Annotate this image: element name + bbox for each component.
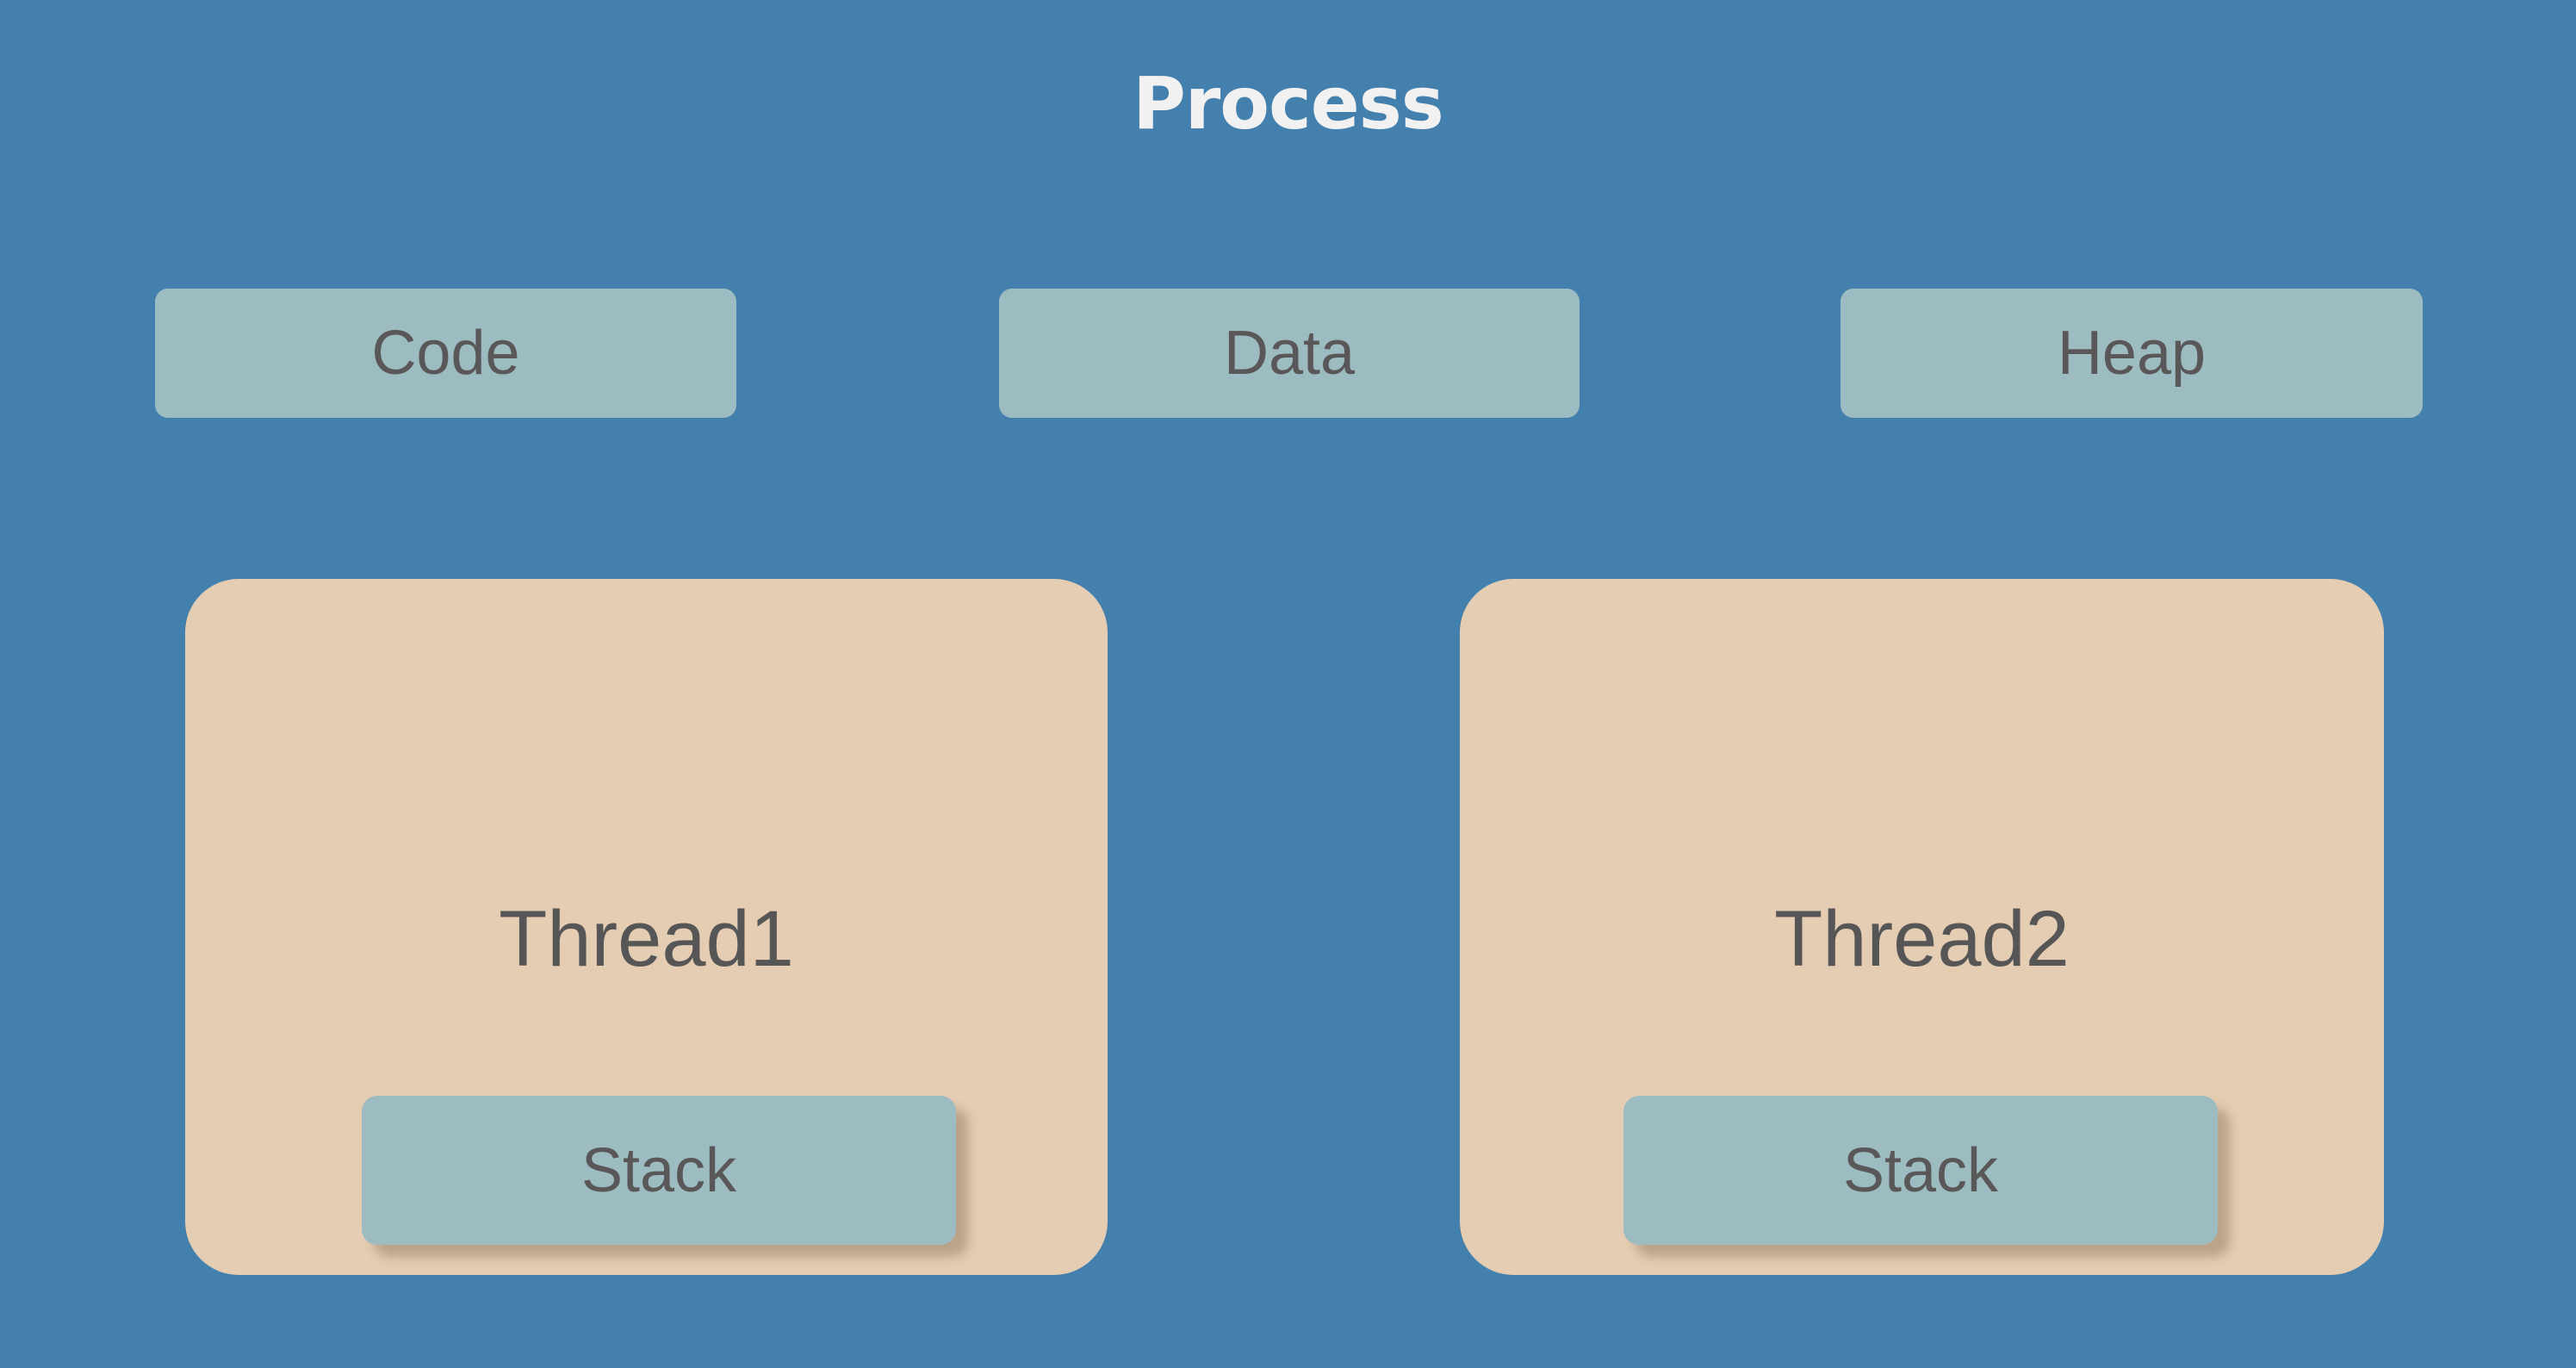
thread-label-thread1: Thread1	[499, 895, 794, 983]
segment-box-code[interactable]: Code	[155, 289, 736, 418]
stack-label-thread2: Stack	[1842, 1135, 1999, 1205]
stack-box-thread2[interactable]: Stack	[1623, 1096, 2218, 1245]
thread-box-thread1[interactable]: Thread1 Stack	[185, 579, 1108, 1275]
page-title: Process	[1133, 61, 1443, 146]
segment-label-data: Data	[1223, 319, 1356, 388]
segment-label-code: Code	[371, 319, 520, 388]
thread-label-thread2: Thread2	[1774, 895, 2070, 983]
stack-box-thread1[interactable]: Stack	[362, 1096, 956, 1245]
segment-box-heap[interactable]: Heap	[1840, 289, 2423, 418]
stack-label-thread1: Stack	[580, 1135, 737, 1205]
thread-box-thread2[interactable]: Thread2 Stack	[1460, 579, 2384, 1275]
segment-box-data[interactable]: Data	[999, 289, 1580, 418]
segment-label-heap: Heap	[2057, 319, 2207, 388]
